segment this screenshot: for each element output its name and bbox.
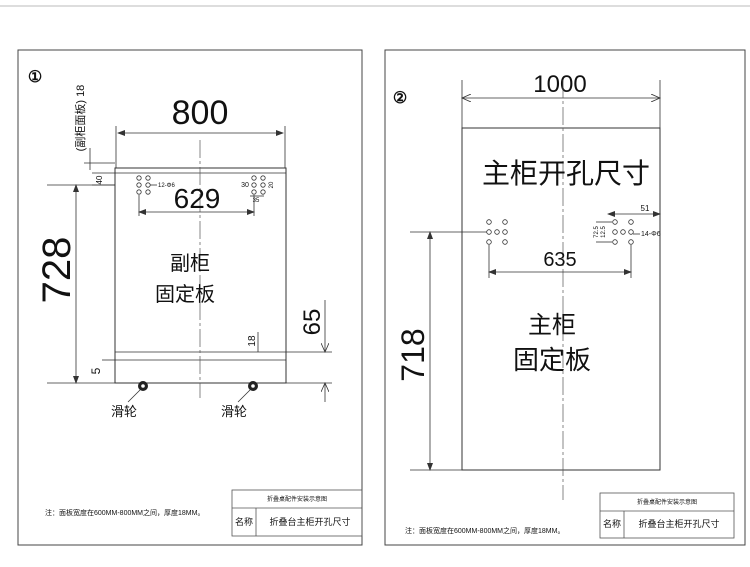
hole bbox=[628, 239, 634, 245]
dim-5-label: 5 bbox=[89, 367, 103, 374]
hole-spacing-dim-629: 629 bbox=[174, 183, 221, 214]
hole bbox=[136, 182, 142, 188]
main-heading: 主柜开孔尺寸 bbox=[482, 158, 650, 189]
aux-panel-label-line1: 副柜 bbox=[170, 252, 210, 275]
dim-12-5-label: 12.5 bbox=[601, 226, 607, 238]
hole bbox=[502, 239, 508, 245]
drawing-1: ① (副柜面板) 18 800 40 12-Φ6 bbox=[17, 49, 363, 546]
dim-72-5-label: 72.5 bbox=[594, 226, 600, 238]
title-block-frame bbox=[231, 489, 363, 537]
main-panel-label-line2: 固定板 bbox=[513, 345, 591, 375]
title-block-header: 折叠桌配件安装示意图 bbox=[267, 495, 327, 503]
drawing-2-title-block: 折叠桌配件安装示意图 名称 折叠台主柜开孔尺寸 bbox=[599, 492, 735, 539]
main-hole-group-right bbox=[612, 219, 634, 245]
dim-18-label: 18 bbox=[247, 335, 258, 347]
dim-40-label: 40 bbox=[95, 175, 104, 184]
hole bbox=[486, 219, 492, 225]
hole bbox=[251, 175, 257, 181]
title-block-name-value: 折叠台主柜开孔尺寸 bbox=[269, 516, 350, 527]
title-block-name-label: 名称 bbox=[603, 518, 621, 529]
height-dim-728: 728 bbox=[35, 237, 79, 304]
hole bbox=[620, 229, 626, 235]
drawing-1-frame bbox=[17, 49, 363, 546]
hole bbox=[502, 219, 508, 225]
dim-20-label: 20 bbox=[269, 181, 275, 188]
drawing-2-frame bbox=[384, 49, 746, 546]
wheel-right-hub bbox=[251, 384, 255, 388]
dim-30-label: 30 bbox=[241, 182, 249, 189]
aux-cabinet-panel bbox=[114, 167, 287, 384]
title-block-header: 折叠桌配件安装示意图 bbox=[637, 498, 697, 506]
hole bbox=[628, 229, 634, 235]
wheel-right-leader bbox=[237, 389, 251, 403]
wheel-left-hub bbox=[141, 384, 145, 388]
hole bbox=[502, 229, 508, 235]
drawing-1-title-block: 折叠桌配件安装示意图 名称 折叠台主柜开孔尺寸 bbox=[231, 489, 363, 537]
hole bbox=[494, 229, 500, 235]
drawing-2-note: 注：面板宽度在600MM-800MM之间，厚度18MM。 bbox=[405, 526, 564, 535]
hole bbox=[145, 175, 151, 181]
title-block-name-label: 名称 bbox=[235, 516, 253, 527]
hole-group-left bbox=[136, 175, 151, 195]
drawing-2-number: ② bbox=[393, 90, 407, 107]
drawing-1-number: ① bbox=[28, 69, 42, 86]
hole bbox=[260, 189, 266, 195]
title-block-frame bbox=[599, 492, 735, 539]
hole bbox=[145, 189, 151, 195]
hole bbox=[628, 219, 634, 225]
aux-panel-label-line2: 固定板 bbox=[155, 283, 215, 306]
height-dim-718: 718 bbox=[395, 328, 431, 381]
main-hole-spec-label: 14-Φ6 bbox=[641, 231, 661, 238]
hole bbox=[251, 189, 257, 195]
width-dim-1000: 1000 bbox=[533, 71, 586, 98]
title-block-name-value: 折叠台主柜开孔尺寸 bbox=[638, 518, 719, 529]
hole bbox=[136, 189, 142, 195]
drawing-1-note: 注：面板宽度在600MM-800MM之间，厚度18MM。 bbox=[45, 508, 204, 517]
drawing-2: ② 1000 主柜开孔尺寸 bbox=[384, 49, 746, 546]
hole bbox=[145, 182, 151, 188]
hole bbox=[612, 229, 618, 235]
dim-51-label: 51 bbox=[641, 204, 650, 213]
hole bbox=[612, 239, 618, 245]
face-panel-label: (副柜面板) 18 bbox=[73, 85, 87, 152]
wheel-left-label: 滑轮 bbox=[111, 404, 137, 419]
main-panel-label-line1: 主柜 bbox=[528, 312, 576, 339]
hole bbox=[260, 175, 266, 181]
dim-35-label: 35 bbox=[253, 198, 260, 204]
wheel-left-leader bbox=[127, 389, 141, 403]
hole-spacing-dim-635: 635 bbox=[543, 249, 576, 271]
hole bbox=[251, 182, 257, 188]
hole bbox=[136, 175, 142, 181]
main-cabinet-panel bbox=[461, 127, 661, 471]
hole-group-right bbox=[251, 175, 266, 195]
hole bbox=[260, 182, 266, 188]
width-dim-800: 800 bbox=[172, 94, 229, 132]
hole bbox=[486, 239, 492, 245]
wheel-right-label: 滑轮 bbox=[221, 404, 247, 419]
hole bbox=[486, 229, 492, 235]
hole-spec-label: 12-Φ6 bbox=[158, 183, 175, 189]
dim-65-label: 65 bbox=[299, 309, 326, 336]
hole bbox=[612, 219, 618, 225]
